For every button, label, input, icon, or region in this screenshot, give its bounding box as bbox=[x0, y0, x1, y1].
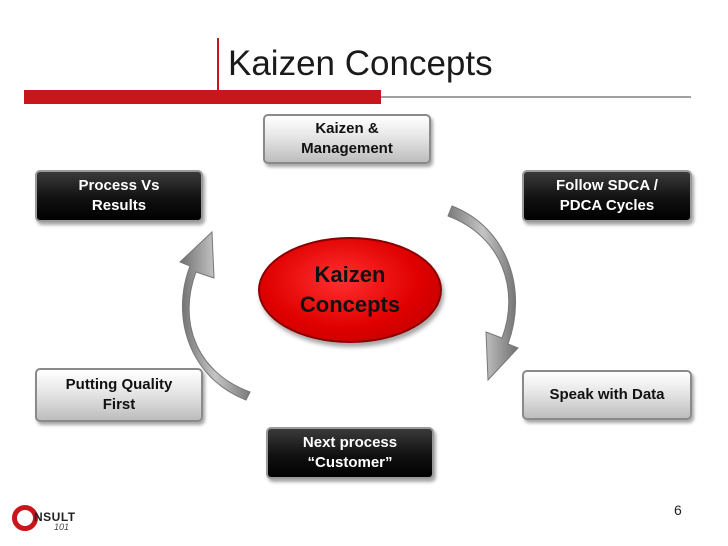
consult-logo: NSULT 101 bbox=[12, 502, 82, 536]
box-kaizen-management: Kaizen & Management bbox=[263, 114, 431, 164]
left-cycle-arrow bbox=[179, 230, 251, 401]
title-rule bbox=[217, 38, 219, 104]
title-underline-gray bbox=[381, 96, 691, 98]
right-cycle-arrow bbox=[447, 205, 519, 382]
box-speak-with-data: Speak with Data bbox=[522, 370, 692, 420]
page-number: 6 bbox=[674, 502, 682, 518]
logo-subtext: 101 bbox=[54, 522, 70, 532]
logo-ring-icon bbox=[12, 505, 38, 531]
box-putting-quality-first: Putting Quality First bbox=[35, 368, 203, 422]
box-follow-sdca-pdca: Follow SDCA / PDCA Cycles bbox=[522, 170, 692, 222]
box-next-process-customer: Next process “Customer” bbox=[266, 427, 434, 479]
center-kaizen-concepts: Kaizen Concepts bbox=[258, 237, 442, 343]
title-underline-red bbox=[24, 90, 381, 104]
slide-title: Kaizen Concepts bbox=[228, 44, 493, 83]
box-process-vs-results: Process Vs Results bbox=[35, 170, 203, 222]
logo-text: NSULT bbox=[34, 510, 76, 524]
